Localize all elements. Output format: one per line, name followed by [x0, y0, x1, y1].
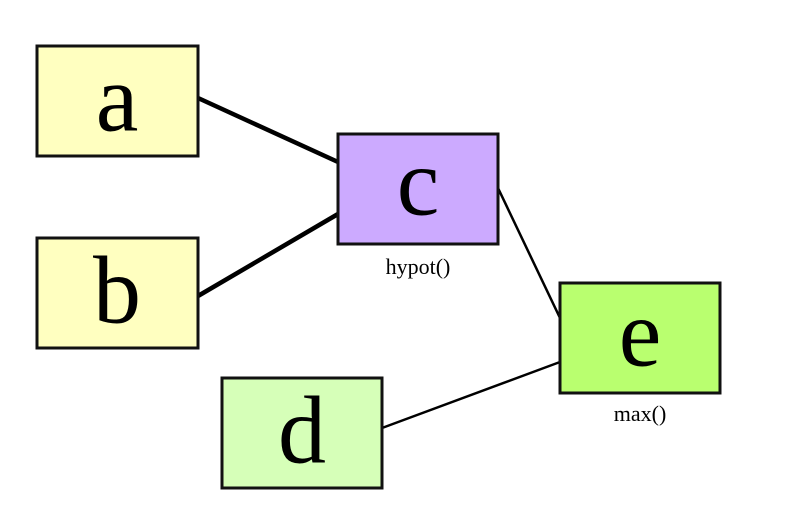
node-b-label: b [93, 237, 141, 344]
node-d: d [220, 376, 384, 490]
node-d-box [220, 376, 384, 490]
node-e: e max() [558, 280, 722, 426]
edge-d-e [380, 360, 562, 430]
node-c-label: c [397, 129, 440, 236]
edge-a-c [195, 95, 341, 165]
node-c-caption: hypot() [386, 254, 451, 279]
node-b: b [35, 236, 200, 350]
node-d-label: d [278, 377, 326, 484]
node-a-box [35, 44, 200, 158]
node-e-box [558, 281, 722, 395]
edge-b-c [195, 211, 341, 299]
node-a: a [35, 44, 200, 158]
node-b-box [35, 236, 200, 350]
node-c: c hypot() [336, 129, 500, 279]
edge-c-e [496, 186, 562, 320]
node-a-label: a [96, 45, 139, 152]
node-e-caption: max() [614, 401, 667, 426]
node-e-label: e [619, 280, 662, 387]
node-c-box [336, 132, 500, 246]
